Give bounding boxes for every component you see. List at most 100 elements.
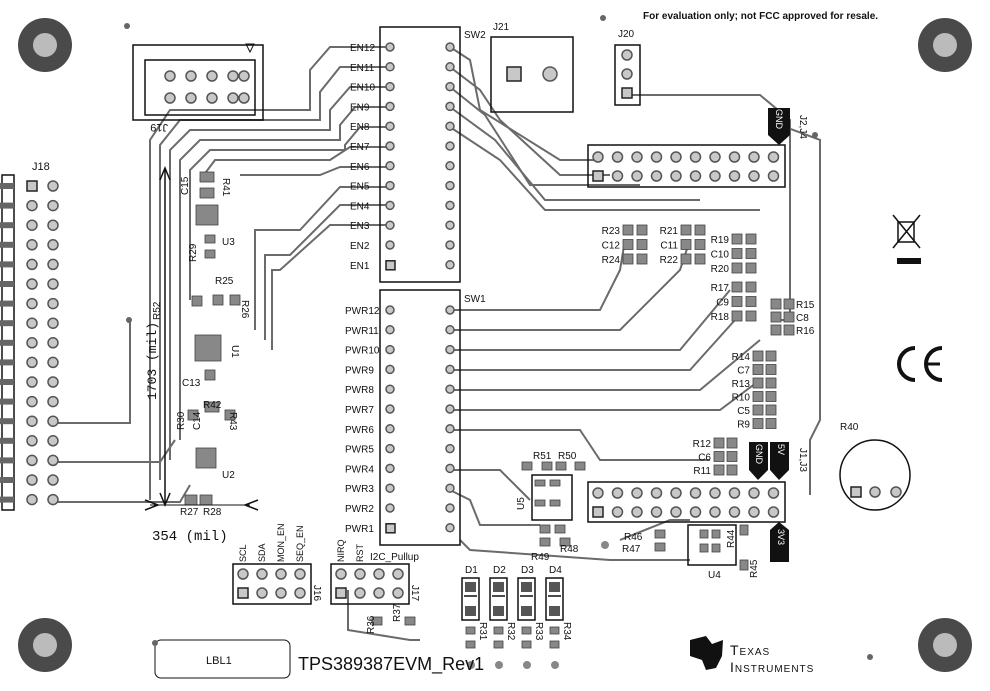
sw2-pin[interactable]	[385, 62, 395, 72]
sw2-pin[interactable]	[445, 121, 455, 131]
sw1-pin[interactable]	[445, 364, 455, 375]
sw2-pin[interactable]	[445, 81, 455, 92]
j16-pin[interactable]	[256, 587, 268, 599]
j1-j3-pin[interactable]	[631, 487, 643, 499]
j18-pin[interactable]	[26, 493, 38, 506]
j2-j4-pin[interactable]	[631, 151, 643, 163]
j18-pin[interactable]	[47, 474, 59, 486]
j16-pin[interactable]	[294, 587, 306, 599]
sw1-pin[interactable]	[385, 523, 396, 534]
j18-pin[interactable]	[26, 239, 38, 251]
sw2-pin[interactable]	[445, 101, 455, 112]
sw2-pin[interactable]	[385, 260, 396, 271]
sw1-pin[interactable]	[385, 344, 395, 355]
sw1-pin[interactable]	[445, 424, 455, 434]
sw2-pin[interactable]	[385, 42, 395, 52]
j16-pin[interactable]	[275, 587, 287, 599]
sw2-pin[interactable]	[445, 161, 455, 171]
sw2-pin[interactable]	[445, 62, 455, 72]
sw1-pin[interactable]	[385, 305, 395, 315]
j18-pin[interactable]	[26, 435, 38, 447]
j1-j3-pin[interactable]	[767, 506, 780, 518]
sw1-pin[interactable]	[385, 463, 395, 474]
sw1-pin[interactable]	[385, 424, 395, 434]
j18-pin[interactable]	[47, 454, 59, 467]
connector-j2-j4[interactable]: J2,J4 GND	[587, 108, 808, 188]
j18-pin[interactable]	[47, 376, 59, 388]
sw1-pin[interactable]	[385, 503, 395, 513]
j18-pin[interactable]	[26, 395, 38, 408]
sw1-pin[interactable]	[445, 503, 455, 513]
j16-pin[interactable]	[275, 568, 287, 580]
j18-pin[interactable]	[26, 474, 38, 486]
j18-pin[interactable]	[47, 356, 59, 369]
j2-j4-pin[interactable]	[728, 151, 741, 163]
j16-pin[interactable]	[256, 568, 268, 580]
j2-j4-pin[interactable]	[592, 151, 604, 163]
j16-pin[interactable]	[237, 568, 249, 580]
j1-j3-pin[interactable]	[728, 506, 741, 518]
sw2-pin[interactable]	[445, 240, 455, 250]
j1-j3-pin[interactable]	[748, 506, 760, 518]
sw1-pin[interactable]	[445, 325, 455, 335]
connector-j18[interactable]: J18	[0, 161, 59, 511]
j2-j4-pin[interactable]	[709, 170, 721, 182]
sw1-pin[interactable]	[385, 443, 395, 454]
j18-pin[interactable]	[26, 278, 38, 290]
j17-pin[interactable]	[335, 587, 347, 599]
j1-j3-pin[interactable]	[709, 487, 721, 499]
j2-j4-pin[interactable]	[611, 151, 624, 163]
j18-pin[interactable]	[47, 278, 59, 290]
j18-pin[interactable]	[47, 239, 59, 251]
sw1-pin[interactable]	[445, 483, 455, 493]
sw1-pin[interactable]	[445, 384, 455, 394]
sw2-pin[interactable]	[445, 42, 455, 52]
j2-j4-pin[interactable]	[748, 170, 760, 182]
j1-j3-pin[interactable]	[689, 506, 702, 518]
sw2-pin[interactable]	[445, 220, 455, 230]
j17-pin[interactable]	[392, 587, 404, 599]
j1-j3-pin[interactable]	[748, 487, 760, 499]
j17-pin[interactable]	[335, 568, 347, 580]
j2-j4-pin[interactable]	[611, 170, 624, 182]
sw1-pin[interactable]	[385, 404, 395, 414]
sw1-pin[interactable]	[445, 463, 455, 474]
j1-j3-pin[interactable]	[592, 506, 604, 518]
j17-pin[interactable]	[392, 568, 404, 580]
j18-pin[interactable]	[26, 415, 38, 427]
j1-j3-pin[interactable]	[689, 487, 702, 499]
sw2-pin[interactable]	[385, 121, 395, 131]
j18-pin[interactable]	[26, 376, 38, 388]
j18-pin[interactable]	[47, 180, 59, 192]
j2-j4-pin[interactable]	[748, 151, 760, 163]
j1-j3-pin[interactable]	[592, 487, 604, 499]
connector-j19[interactable]: J19	[132, 43, 264, 133]
j1-j3-pin[interactable]	[767, 487, 780, 499]
j18-pin[interactable]	[26, 219, 38, 231]
sw2-pin[interactable]	[385, 180, 395, 191]
j2-j4-pin[interactable]	[670, 170, 682, 182]
j1-j3-pin[interactable]	[728, 487, 741, 499]
j1-j3-pin[interactable]	[670, 487, 682, 499]
j2-j4-pin[interactable]	[767, 170, 780, 182]
sw1-pin[interactable]	[385, 384, 395, 394]
sw1-pin[interactable]	[385, 483, 395, 493]
j1-j3-pin[interactable]	[650, 506, 663, 518]
sw2-pin[interactable]	[445, 141, 455, 151]
sw1-pin[interactable]	[445, 305, 455, 315]
j2-j4-pin[interactable]	[709, 151, 721, 163]
connector-j21[interactable]: J21	[490, 22, 574, 113]
j18-pin[interactable]	[47, 258, 59, 271]
switch-sw1[interactable]: SW1 PWR12PWR11PWR10PWR9PWR8PWR7PWR6PWR5P…	[345, 289, 486, 546]
j18-pin[interactable]	[26, 337, 38, 349]
j1-j3-pin[interactable]	[709, 506, 721, 518]
j2-j4-pin[interactable]	[728, 170, 741, 182]
sw1-pin[interactable]	[445, 344, 455, 355]
j18-pin[interactable]	[26, 199, 38, 212]
sw2-pin[interactable]	[445, 260, 455, 270]
j18-pin[interactable]	[47, 317, 59, 329]
sw2-pin[interactable]	[445, 200, 455, 211]
j16-pin[interactable]	[294, 568, 306, 580]
j17-pin[interactable]	[373, 568, 385, 580]
j17-pin[interactable]	[354, 568, 366, 580]
